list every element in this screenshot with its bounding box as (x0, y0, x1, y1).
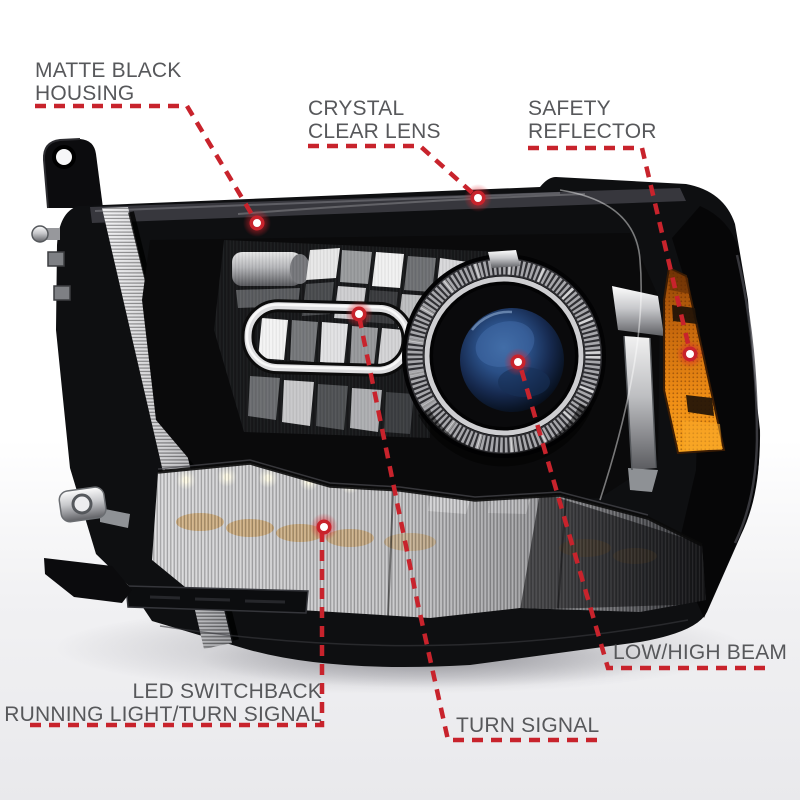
projector-low-high-beam (402, 250, 606, 467)
callout-label-safety-reflector: SAFETY REFLECTOR (528, 97, 657, 143)
chrome-bracket (559, 189, 664, 501)
adjuster-screws (31, 225, 71, 301)
callout-label-matte-black-housing: MATTE BLACK HOUSING (35, 59, 182, 105)
leader-safety-reflector (528, 145, 693, 353)
leader-turn-signal (356, 315, 597, 743)
callout-label-crystal-clear-lens: CRYSTAL CLEAR LENS (308, 97, 441, 143)
callout-line: REFLECTOR (528, 120, 657, 143)
callout-line: LED SWITCHBACK (132, 680, 322, 703)
callout-dot-low-high-beam (504, 348, 532, 376)
ring-tab (488, 250, 520, 268)
callout-line: CRYSTAL (308, 97, 405, 120)
callout-dot-matte-black-housing (243, 209, 271, 237)
callout-dots (243, 184, 704, 541)
callout-line: CLEAR LENS (308, 120, 441, 143)
leader-lines (30, 103, 765, 743)
leader-led-switchback (30, 529, 325, 728)
callout-line: HOUSING (35, 82, 135, 105)
callout-line: MATTE BLACK (35, 59, 182, 82)
callout-dot-turn-signal (345, 300, 373, 328)
lens-seam-reflection (559, 189, 642, 501)
callout-label-low-high-beam: LOW/HIGH BEAM (613, 641, 787, 664)
callout-line: RUNNING LIGHT/TURN SIGNAL (4, 703, 322, 726)
callout-label-turn-signal: TURN SIGNAL (456, 714, 599, 737)
callout-line: LOW/HIGH BEAM (613, 641, 788, 664)
left-mount-tab (42, 138, 103, 209)
leader-matte-black-housing (35, 103, 259, 225)
lower-lens-plate (125, 585, 309, 614)
lower-mount-bracket (44, 486, 132, 603)
leader-low-high-beam (517, 364, 765, 671)
callout-line: SAFETY (528, 97, 611, 120)
callout-dot-crystal-clear-lens (464, 184, 492, 212)
callout-dot-led-switchback (310, 513, 338, 541)
mount-arm (44, 558, 132, 603)
callout-line: TURN SIGNAL (456, 714, 600, 737)
callout-dot-safety-reflector (676, 340, 704, 368)
callout-label-led-switchback: LED SWITCHBACK RUNNING LIGHT/TURN SIGNAL (4, 680, 322, 726)
leader-crystal-clear-lens (308, 143, 480, 200)
